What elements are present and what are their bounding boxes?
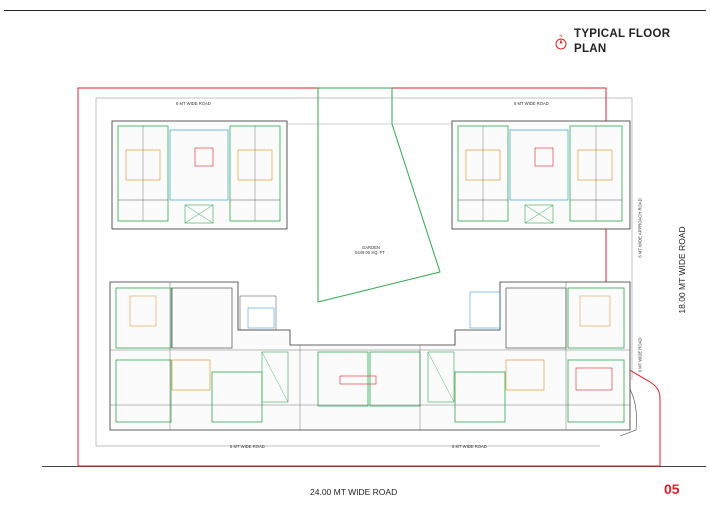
building-top-left [111, 120, 288, 230]
garden-area [317, 87, 441, 303]
road-label-top-left: 6 MT WIDE ROAD [176, 101, 211, 106]
title-line-2: PLAN [574, 43, 607, 55]
building-lower [109, 281, 631, 431]
road-label-right-approach: 6 MT WIDE APPROACH ROAD [637, 198, 643, 258]
road-label-inner-bottom-left: 6 MT WIDE ROAD [230, 444, 265, 449]
road-label-top-right: 6 MT WIDE ROAD [514, 101, 549, 106]
compass-letter: N [560, 33, 563, 38]
plan-title: TYPICAL FLOOR PLAN [574, 27, 670, 57]
top-frame-line [4, 10, 706, 11]
road-label-right-main: 18.00 MT WIDE ROAD [677, 226, 687, 314]
page-number: 05 [664, 481, 680, 497]
road-label-bottom-main: 24.00 MT WIDE ROAD [310, 487, 398, 497]
title-line-1: TYPICAL FLOOR [574, 28, 671, 40]
road-label-right-lower: 6 MT WIDE ROAD [637, 337, 643, 373]
road-label-inner-bottom-right: 6 MT WIDE ROAD [452, 444, 487, 449]
garden-label: GARDEN [362, 245, 380, 250]
garden-area-label: 5449.00 SQ. FT [355, 250, 385, 255]
north-compass-icon: N [555, 33, 567, 50]
building-top-right [451, 120, 631, 230]
site-boundary [77, 87, 661, 467]
